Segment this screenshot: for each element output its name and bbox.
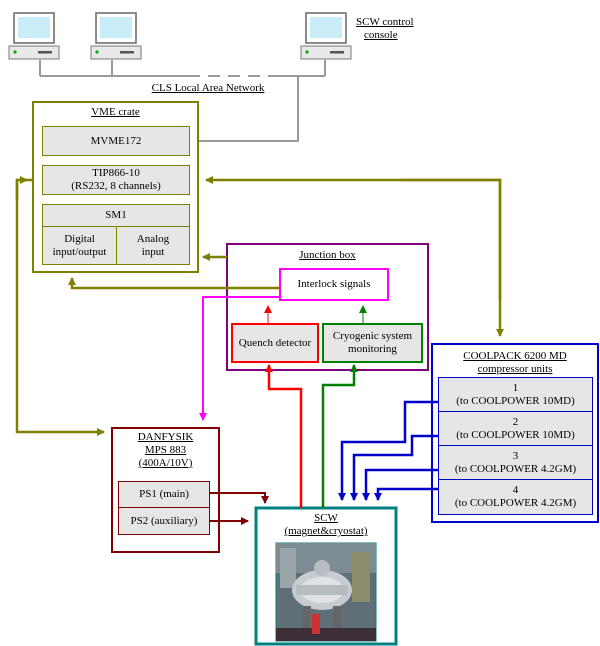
ps1-to-scw-connector <box>210 492 269 504</box>
tip866-box: TIP866-10 (RS232, 8 channels) <box>42 165 190 195</box>
digital-io-box: Digital input/output <box>43 227 117 264</box>
compressor-unit-4-num: 4 <box>512 484 519 496</box>
mvme172-label: MVME172 <box>90 134 142 147</box>
danfysik-title-line2: MPS 883 <box>144 444 187 456</box>
tip866-label-line2: (RS232, 8 channels) <box>71 180 161 192</box>
cryo-monitoring-box: Cryogenic system monitoring <box>322 323 423 363</box>
computer-icon-1 <box>8 12 60 60</box>
compressor-unit-1-desc: (to COOLPOWER 10MD) <box>456 394 575 407</box>
compressor-unit-4-desc: (to COOLPOWER 4.2GM) <box>454 497 577 509</box>
scw-title-line1: SCW <box>314 512 338 524</box>
console-label-line1: SCW control <box>356 16 414 28</box>
computer-icons <box>8 12 352 60</box>
sm1-box: SM1 Digital input/output Analog input <box>42 204 190 265</box>
digital-io-line1: Digital <box>64 232 95 245</box>
computer-icon-console <box>300 12 352 60</box>
mvme172-box: MVME172 <box>42 126 190 156</box>
cryo-monitoring-line2: monitoring <box>348 343 397 355</box>
green-connector <box>321 364 358 508</box>
compressor-unit-1: 1 (to COOLPOWER 10MD) <box>439 378 592 412</box>
coolpack-title-line2: compressor units <box>477 363 553 375</box>
lan-lines <box>39 60 326 142</box>
magenta-connector <box>199 296 280 421</box>
danfysik-title-line1: DANFYSIK <box>137 431 194 443</box>
olive-connectors <box>15 176 504 436</box>
danfysik-title-line3: (400A/10V) <box>138 457 193 469</box>
ps1-main: PS1 (main) <box>119 482 209 508</box>
console-label: SCW control console <box>356 16 414 42</box>
blue-connectors <box>338 400 438 501</box>
compressor-unit-3-desc: (to COOLPOWER 4.2GM) <box>454 462 577 475</box>
ps2-auxiliary: PS2 (auxiliary) <box>130 514 198 527</box>
analog-input-box: Analog input <box>117 227 189 264</box>
scw-title-line2: (magnet&cryostat) <box>284 525 368 537</box>
vme-crate-title: VME crate <box>91 106 140 118</box>
cryo-monitoring-line1: Cryogenic system <box>332 330 413 342</box>
analog-input-line1: Analog <box>136 232 170 245</box>
analog-input-line2: input <box>141 245 165 258</box>
compressor-unit-2-num: 2 <box>512 415 519 428</box>
compressor-unit-2-desc: (to COOLPOWER 10MD) <box>456 428 575 441</box>
compressor-units: 1 (to COOLPOWER 10MD) 2 (to COOLPOWER 10… <box>438 377 593 515</box>
red-connector <box>265 364 303 508</box>
scw-title: SCW (magnet&cryostat) <box>256 512 396 538</box>
sm1-label: SM1 <box>43 205 189 227</box>
digital-io-line2: input/output <box>52 245 107 258</box>
console-label-line2: console <box>364 29 398 41</box>
scw-photo <box>275 542 377 642</box>
compressor-unit-3: 3 (to COOLPOWER 4.2GM) <box>439 446 592 480</box>
compressor-unit-4: 4 (to COOLPOWER 4.2GM) <box>439 480 592 514</box>
coolpack-title-line1: COOLPACK 6200 MD <box>463 350 567 362</box>
junction-box-title: Junction box <box>299 249 356 261</box>
compressor-unit-2: 2 (to COOLPOWER 10MD) <box>439 412 592 446</box>
quench-detector-box: Quench detector <box>231 323 319 363</box>
compressor-unit-1-num: 1 <box>512 381 519 394</box>
lan-label: CLS Local Area Network <box>151 82 265 94</box>
danfysik-title: DANFYSIK MPS 883 (400A/10V) <box>112 431 219 470</box>
compressor-unit-3-num: 3 <box>512 449 519 462</box>
coolpack-title: COOLPACK 6200 MD compressor units <box>432 350 598 376</box>
computer-icon-2 <box>90 12 142 60</box>
power-supplies: PS1 (main) PS2 (auxiliary) <box>118 481 210 535</box>
tip866-label-line1: TIP866-10 <box>92 167 140 179</box>
interlock-box: Interlock signals <box>279 268 389 301</box>
